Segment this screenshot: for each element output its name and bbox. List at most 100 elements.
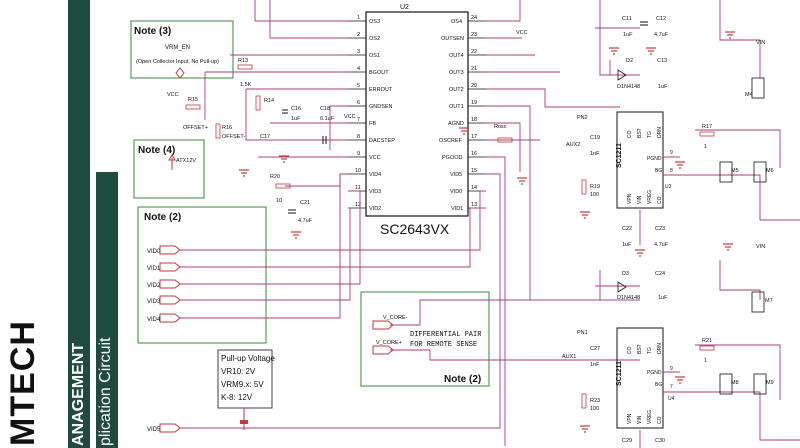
u4-pin-co2: CO (657, 416, 663, 424)
r20-ref: R20 (270, 174, 280, 180)
u4-pin-co: CO (627, 346, 633, 354)
u2-pin21-num: 21 (471, 66, 477, 72)
u2-pin18-num: 18 (471, 117, 477, 123)
u2-pin15-num: 15 (471, 168, 477, 174)
vcc-left: VCC (167, 92, 179, 98)
pn2-ref: PN2 (577, 115, 588, 121)
u4-passives: D3 D1N4148 C24 1uF PN1 AUX1 C27 1nF R23 … (562, 244, 774, 444)
r14-ref: R14 (264, 98, 274, 104)
u2-pin13-num: 13 (471, 202, 477, 208)
u4-pin-vin: VIN (637, 415, 643, 424)
u2-pin6-name: GNDSEN (369, 104, 393, 110)
c21-ref: C21 (300, 200, 310, 206)
u4-pin-vreg: VREG (647, 410, 653, 424)
r13-value: 1.5K (240, 82, 252, 88)
pullup-k8: K-8: 12V (221, 393, 253, 402)
c22-ref: C22 (622, 226, 632, 232)
c21-value: 4.7uF (298, 218, 313, 224)
u2-pin5-num: 5 (357, 83, 360, 89)
u2-pin10-num: 10 (355, 168, 361, 174)
vid5-port: VID5 (147, 427, 161, 433)
u2-pin11-name: VID3 (369, 189, 381, 195)
u2-pin7-num: 7 (357, 117, 360, 123)
note2-vid-box: Note (2) (137, 206, 267, 344)
c13-ref: C13 (657, 58, 667, 64)
c23-ref: C23 (655, 226, 665, 232)
note4-title: Note (4) (138, 145, 175, 156)
u2-ref: U2 (400, 4, 409, 11)
u4-ref: U4 (668, 396, 675, 402)
r20-value: 10 (276, 198, 282, 204)
u3-pin8: 8 (670, 168, 673, 174)
r23-ref: R23 (590, 398, 600, 404)
note2-title-a: Note (2) (144, 212, 181, 223)
u2-pin22-num: 22 (471, 49, 477, 55)
u2-pin19-name: OUT1 (449, 104, 464, 110)
u2-pin9-num: 9 (357, 151, 360, 157)
vid3-port: VID3 (147, 299, 161, 305)
note3-line1: VRM_EN (165, 45, 190, 51)
vcore-plus-port: V_CORE+ (376, 340, 402, 346)
vid-ports: VID0 VID1 VID2 VID3 VID4 VID5 (147, 245, 181, 433)
d3-value: D1N4148 (617, 295, 640, 301)
c23-value: 4.7uF (654, 242, 669, 248)
sidebar-dark-bar-secondary (96, 172, 118, 448)
u4-pin-drn: DRN (657, 343, 663, 354)
c18-ref: C18 (320, 106, 330, 112)
r15-ref: R15 (188, 97, 198, 103)
u2-pin2-name: OS2 (369, 36, 380, 42)
r17-ref: R17 (702, 124, 712, 130)
u3-passives: C11 1uF C12 4.7uF D2 D1N4148 C13 1uF PN2… (566, 16, 774, 257)
u3-part: SC1211 (616, 143, 623, 168)
u2-pin16-name: PGOOD (442, 155, 463, 161)
u3-pin-bst: BST (637, 128, 643, 138)
u2-pin18-name: AGND (448, 121, 464, 127)
m8-ref: M8 (731, 380, 739, 386)
u2-pin20-name: OUT2 (449, 87, 464, 93)
vcore-minus-port: V_CORE- (383, 315, 408, 321)
u4-pin-tg: TG (647, 347, 653, 354)
sense-ports: V_CORE- V_CORE+ (372, 315, 408, 355)
u3-pin-drn: DRN (657, 127, 663, 138)
m4-ref: M4 (745, 92, 753, 98)
u3-bg: BG (655, 168, 662, 174)
u3-driver-ic: SC1211 CO BST TG DRN VPN VIN VREG CO PGN… (616, 111, 695, 209)
u3-pin-co2: CO (657, 196, 663, 204)
vid4-port: VID4 (147, 317, 161, 323)
u2-pin12-num: 12 (355, 202, 361, 208)
u3-pin-tg: TG (647, 131, 653, 138)
m6-ref: M6 (766, 168, 774, 174)
u2-pin22-name: OUT4 (449, 53, 464, 59)
r21-value: 1 (704, 358, 707, 364)
note4-line1: ATX12V (176, 158, 196, 164)
r17-value: 1 (704, 144, 707, 150)
u2-pin2-num: 2 (357, 32, 360, 38)
u2-pin24-num: 24 (471, 15, 477, 21)
note3-title: Note (3) (134, 26, 171, 37)
u2-pin16-num: 16 (471, 151, 477, 157)
note3-line2: (Open Collector Input, No Pull-up) (136, 59, 219, 65)
diff-pair-line2: FOR REMOTE SENSE (410, 341, 477, 349)
u2-pin9-name: VCC (369, 155, 381, 161)
u3-ref: U3 (665, 184, 672, 190)
u4-pgnd: PGND (647, 370, 662, 376)
m5-ref: M5 (731, 168, 739, 174)
u2-passives: R13 1.5K R14 R15 VCC OFFSET+ R16 OFFSET-… (167, 30, 528, 239)
pn1-ref: PN1 (577, 330, 588, 336)
c24-ref: C24 (655, 271, 665, 277)
vid1-port: VID1 (147, 266, 161, 272)
u3-pin-co: CO (627, 130, 633, 138)
diff-pair-line1: DIFFERENTIAL PAIR (410, 331, 482, 339)
r19-value: 100 (590, 192, 599, 198)
rosc-ref: Rosc (494, 124, 507, 130)
c22-value: 1uF (622, 242, 632, 248)
c19-ref: C19 (590, 135, 600, 141)
c24-value: 1uF (658, 295, 668, 301)
u2-pin1-num: 1 (357, 15, 360, 21)
r16-ref: R16 (222, 125, 232, 131)
c11-value: 1uF (623, 32, 633, 38)
r23-value: 100 (590, 406, 599, 412)
vcc-mid: VCC (344, 114, 356, 120)
c12-ref: C12 (656, 16, 666, 22)
